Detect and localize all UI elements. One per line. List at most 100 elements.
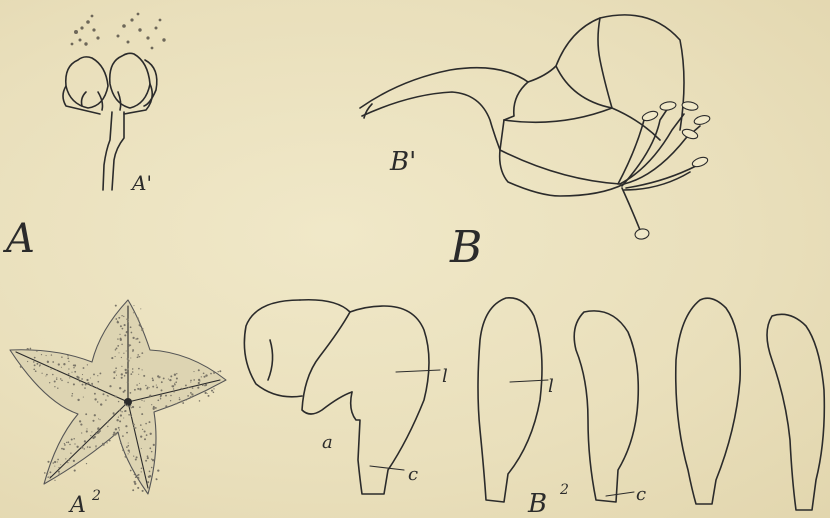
stipple-dot bbox=[67, 355, 68, 356]
stipple-dot bbox=[44, 472, 46, 474]
stipple-dot bbox=[57, 461, 58, 462]
stipple-dot bbox=[103, 393, 105, 395]
stipple-dot bbox=[176, 382, 177, 383]
stipple-dot bbox=[201, 376, 202, 377]
stipple-dot bbox=[63, 363, 65, 365]
stipple-dot bbox=[190, 392, 192, 394]
stipple-dot bbox=[121, 373, 123, 375]
stipple-dot bbox=[47, 476, 49, 478]
stipple-dot bbox=[181, 401, 183, 403]
stipple-dot bbox=[141, 448, 142, 449]
stipple-dot bbox=[182, 402, 184, 404]
stipple-dot bbox=[161, 381, 163, 383]
stipple-dot bbox=[176, 403, 177, 404]
stipple-dot bbox=[120, 325, 122, 327]
stipple-dot bbox=[134, 474, 136, 476]
stipple-dot bbox=[55, 370, 56, 371]
stipple-dot bbox=[191, 393, 193, 395]
stipple-dot bbox=[172, 385, 174, 387]
stipple-dot bbox=[116, 347, 118, 349]
label-l1: l bbox=[442, 366, 448, 387]
stipple-dot bbox=[73, 367, 74, 368]
stipple-dot bbox=[114, 434, 116, 436]
stipple-dot bbox=[95, 432, 96, 433]
stipple-dot bbox=[179, 397, 180, 398]
stipple-dot bbox=[124, 375, 126, 377]
stipple-dot bbox=[132, 351, 133, 352]
stipple-dot bbox=[64, 444, 66, 446]
stipple-dot bbox=[148, 476, 150, 478]
flower-side-outline bbox=[360, 15, 700, 230]
stipple-dot bbox=[123, 417, 124, 418]
stipple-dot bbox=[91, 431, 92, 432]
stipple-dot bbox=[116, 433, 117, 434]
stipple-dot bbox=[210, 373, 212, 375]
stipple-dot bbox=[79, 420, 81, 422]
stipple-dot bbox=[106, 442, 107, 443]
stipple-dot bbox=[149, 387, 150, 388]
label-b1: B' bbox=[389, 147, 416, 177]
stipple-dot bbox=[136, 456, 138, 458]
stipple-dot bbox=[69, 444, 70, 445]
stipple-dot bbox=[34, 364, 36, 366]
stipple-dot bbox=[90, 378, 91, 379]
stipple-dot bbox=[33, 361, 35, 363]
stipple-dot bbox=[205, 374, 207, 376]
stipple-dot bbox=[138, 320, 139, 321]
stipple-dot bbox=[141, 352, 143, 354]
stipple-dot bbox=[190, 396, 192, 398]
stipple-dot bbox=[151, 458, 152, 459]
stipple-dot bbox=[116, 419, 118, 421]
stipple-dot bbox=[73, 460, 75, 462]
stipple-dot bbox=[152, 377, 154, 379]
stipple-dot bbox=[74, 465, 75, 466]
stipple-dot bbox=[144, 401, 145, 402]
stipple-dot bbox=[146, 434, 148, 436]
stipple-dot bbox=[151, 451, 153, 453]
petal-5 bbox=[767, 314, 824, 510]
stipple-dot bbox=[85, 384, 87, 386]
stipple-dot bbox=[102, 443, 104, 445]
stipple-dot bbox=[119, 429, 120, 430]
stipple-dot bbox=[152, 386, 154, 388]
stipple-dot bbox=[50, 369, 51, 370]
stipple-dot bbox=[133, 305, 134, 306]
stipple-dot bbox=[121, 344, 122, 345]
stipple-dot bbox=[128, 414, 130, 416]
stipple-dot bbox=[156, 478, 158, 480]
stipple-dot bbox=[165, 395, 167, 397]
stipple-dot bbox=[97, 427, 99, 429]
stipple-dot bbox=[49, 382, 50, 383]
stipple-dot bbox=[169, 379, 171, 381]
stipple-dot bbox=[141, 328, 143, 330]
stipple-dot bbox=[109, 440, 111, 442]
stipple-dot bbox=[128, 344, 130, 346]
stipple-dot bbox=[115, 370, 116, 371]
petal-4 bbox=[676, 298, 740, 504]
stipple-dot bbox=[89, 446, 91, 448]
stipple-dot bbox=[57, 387, 58, 388]
stipple-dot bbox=[117, 338, 118, 339]
stipple-dot bbox=[147, 481, 149, 483]
stipple-dot bbox=[151, 467, 153, 469]
stipple-dot bbox=[132, 368, 133, 369]
stipple-dot bbox=[47, 361, 49, 363]
stipple-dot bbox=[116, 375, 117, 376]
stipple-dot bbox=[133, 312, 134, 313]
stipple-dot bbox=[83, 367, 85, 369]
label-b: B bbox=[449, 222, 482, 273]
stipple-dot bbox=[139, 383, 140, 384]
label-a1: A' bbox=[130, 171, 152, 195]
stipple-dot bbox=[51, 354, 52, 355]
stipple-dot bbox=[84, 387, 86, 389]
stipple-dot bbox=[140, 326, 141, 327]
stipple-dot bbox=[76, 446, 78, 448]
stipple-dot bbox=[168, 379, 169, 380]
stipple-dot bbox=[60, 378, 62, 380]
stipple-dot bbox=[141, 400, 142, 401]
stipple-dot bbox=[121, 357, 122, 358]
stipple-dot bbox=[199, 380, 200, 381]
stipple-dot bbox=[161, 389, 163, 391]
stipple-dot bbox=[73, 438, 75, 440]
